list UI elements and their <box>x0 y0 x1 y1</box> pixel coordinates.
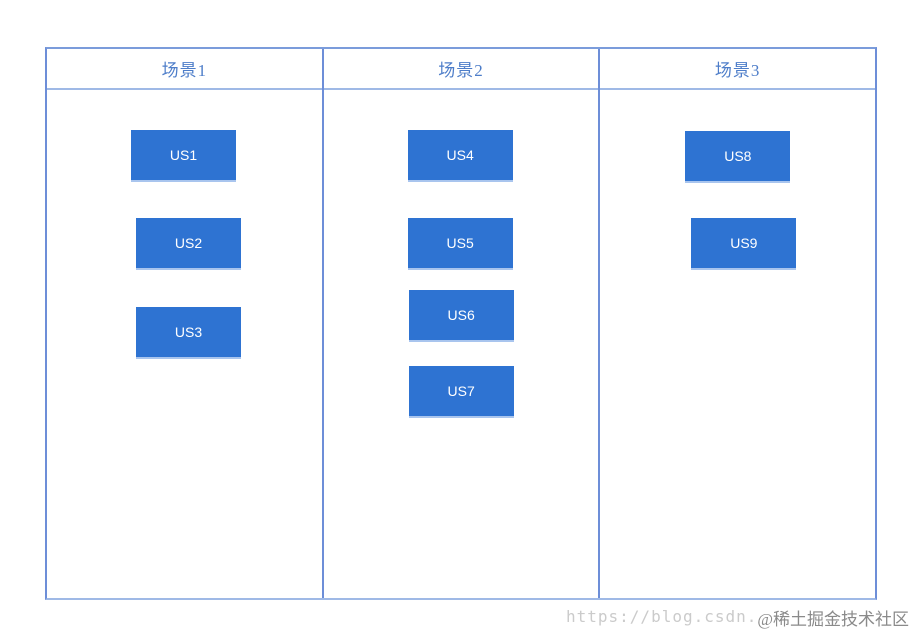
column-body-scene-2: US4 US5 US6 US7 <box>324 90 599 598</box>
card-us7: US7 <box>408 366 514 418</box>
column-scene-2: 场景2 US4 US5 US6 US7 <box>321 49 599 598</box>
column-body-scene-1: US1 US2 US3 <box>47 90 322 598</box>
card-us8: US8 <box>685 131 791 183</box>
column-scene-3: 场景3 US8 US9 <box>598 49 876 598</box>
watermark-badge-text: @稀土掘金技术社区 <box>757 610 909 629</box>
column-header-scene-2: 场景2 <box>323 49 599 90</box>
watermark-url-text: https://blog.csdn. <box>566 607 758 626</box>
card-us6: US6 <box>408 290 514 342</box>
column-header-scene-1: 场景1 <box>47 49 322 90</box>
column-body-scene-3: US8 US9 <box>600 90 875 598</box>
column-header-scene-3: 场景3 <box>600 49 876 90</box>
card-us3: US3 <box>136 307 241 359</box>
card-us4: US4 <box>407 130 513 182</box>
card-us5: US5 <box>407 218 513 270</box>
card-us9: US9 <box>691 218 797 270</box>
card-us1: US1 <box>131 130 236 182</box>
watermark: https://blog.csdn.@稀土掘金技术社区 <box>566 602 909 629</box>
story-map-table: 场景1 US1 US2 US3 场景2 US4 US5 US6 US7 场景3 … <box>45 47 877 600</box>
column-scene-1: 场景1 US1 US2 US3 <box>47 49 322 598</box>
card-us2: US2 <box>136 218 241 270</box>
